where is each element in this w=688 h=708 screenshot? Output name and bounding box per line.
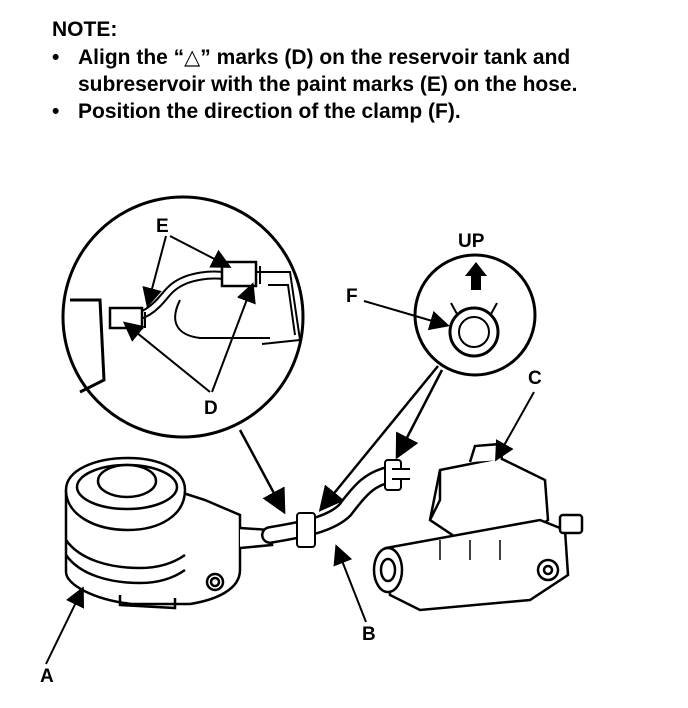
label-a: A <box>40 666 54 687</box>
callout-pointers <box>238 365 444 515</box>
note-title: NOTE: <box>52 18 118 41</box>
label-d: D <box>204 398 218 419</box>
up-arrow <box>465 262 487 290</box>
note-bullet-text-1: Align the “△” marks (D) on the reservoir… <box>78 46 578 96</box>
note-bullet-text-2: Position the direction of the clamp (F). <box>78 100 461 123</box>
label-b: B <box>362 624 376 645</box>
label-e: E <box>156 216 169 237</box>
note-block: NOTE: • Align the “△” marks (D) on the r… <box>52 18 652 125</box>
reservoir-tank <box>64 456 274 610</box>
label-d-pointers <box>122 282 256 393</box>
label-c-pointer <box>495 391 535 462</box>
detail-circle-clamp <box>413 253 537 377</box>
hose <box>261 459 410 548</box>
bullet-dot: • <box>52 46 60 69</box>
detail-circle-marks <box>61 195 305 439</box>
label-b-pointer <box>333 544 367 623</box>
note-bullet-1: • Align the “△” marks (D) on the reservo… <box>52 44 652 98</box>
label-f-pointer <box>363 300 450 331</box>
label-e-pointers <box>142 235 232 308</box>
bullet-dot: • <box>52 100 60 123</box>
master-cylinder <box>372 442 584 612</box>
label-c: C <box>528 368 542 389</box>
label-f: F <box>346 286 358 307</box>
note-bullet-2: • Position the direction of the clamp (F… <box>52 98 652 125</box>
label-a-pointer <box>45 586 84 665</box>
label-up: UP <box>458 231 485 252</box>
